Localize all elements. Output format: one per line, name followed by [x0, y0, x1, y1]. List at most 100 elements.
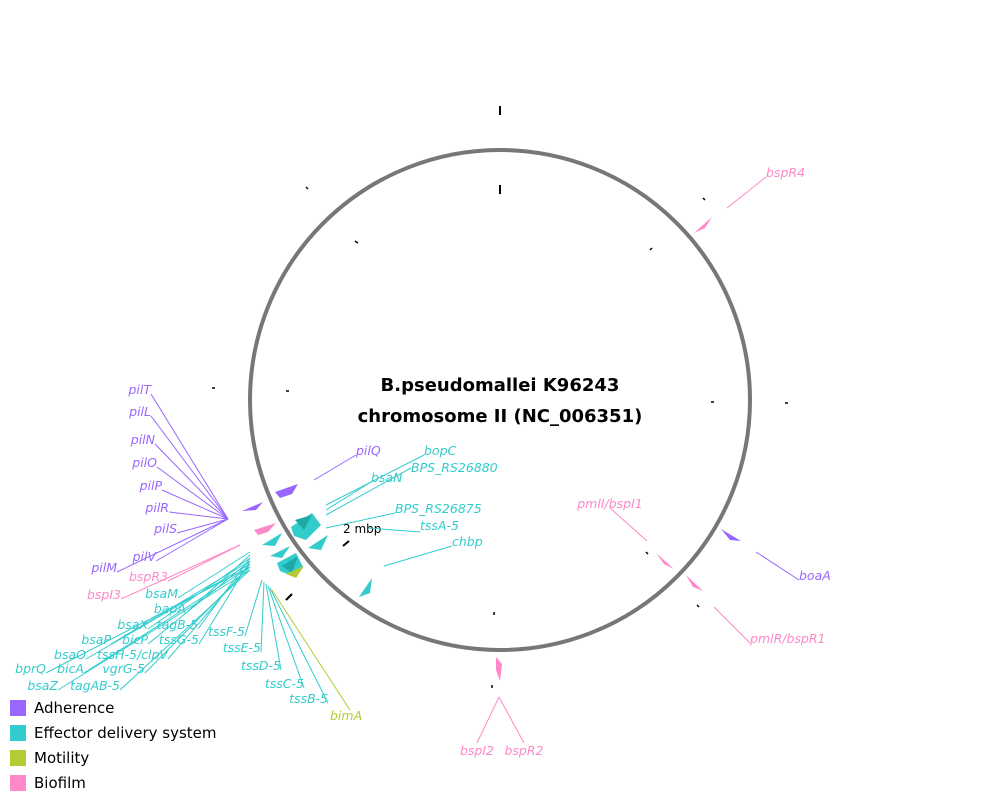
- gene-label: pilM: [90, 560, 117, 575]
- leader-line: [383, 545, 453, 567]
- gene-label: bapA: [154, 601, 186, 616]
- gene-label: tssD-5: [241, 658, 281, 673]
- gene-label: tssC-5: [265, 676, 304, 691]
- gene-label: bsaX: [117, 617, 148, 632]
- gene-label: tssH-5/clpV: [97, 647, 169, 662]
- tick-mark: [354, 240, 359, 244]
- gene-features: [242, 217, 741, 681]
- gene-label: pilS: [153, 521, 177, 536]
- gene-label: bicA: [57, 661, 84, 676]
- gene-label: bspR3: [129, 569, 168, 584]
- gene-label: bsaM: [145, 586, 178, 601]
- gene-label: pilR: [144, 500, 169, 515]
- leader-line: [325, 467, 412, 516]
- leader-line: [325, 512, 396, 529]
- gene-label: pilT: [127, 382, 152, 397]
- gene-label: bspR4: [766, 165, 805, 180]
- legend-swatch: [10, 700, 26, 716]
- leader-line: [713, 606, 751, 644]
- gene-arrow-biofilm: [254, 523, 276, 535]
- leader-line: [110, 560, 251, 645]
- leader-line: [269, 587, 329, 704]
- gene-label: pmlI/bspI1: [576, 496, 643, 511]
- leader-line: [498, 696, 525, 744]
- gene-arrow-effector: [295, 515, 312, 530]
- gene-label: pilP: [139, 478, 163, 493]
- gene-label: tssG-5: [159, 632, 199, 647]
- gene-label: bsaP: [81, 632, 111, 647]
- gene-arrow-effector: [359, 578, 372, 597]
- leader-line: [156, 466, 229, 520]
- leader-line: [313, 454, 357, 481]
- leader-line: [476, 696, 500, 744]
- tick-marks: [212, 106, 788, 688]
- gene-arrow-motility: [286, 566, 304, 578]
- leader-line: [57, 569, 251, 691]
- gene-label: BPS_RS26875: [395, 501, 482, 516]
- tick-mark: [649, 247, 653, 251]
- gene-label: bspI2: [460, 743, 494, 758]
- leader-line: [325, 454, 425, 506]
- leader-line: [726, 176, 767, 209]
- leader-line: [177, 551, 251, 599]
- legend-label: Biofilm: [34, 774, 86, 792]
- gene-labels: pilTpilLpilNpilOpilPpilRpilSpilVpilMpilQ…: [15, 165, 831, 758]
- legend-label: Adherence: [34, 699, 114, 717]
- gene-label: tssF-5: [208, 624, 245, 639]
- gene-arrow-effector: [262, 533, 282, 546]
- gene-label: bsaO: [54, 647, 86, 662]
- leader-line: [161, 489, 229, 520]
- leader-line: [755, 551, 800, 581]
- gene-arrow-effector: [270, 546, 290, 558]
- gene-arrow-effector: [308, 535, 328, 550]
- gene-label: tssA-5: [420, 518, 459, 533]
- gene-label: pilL: [128, 404, 151, 419]
- gene-label: vgrG-5: [102, 661, 145, 676]
- gene-label: pilV: [132, 549, 158, 564]
- gene-arrow-effector: [291, 513, 321, 540]
- leader-line: [267, 585, 305, 689]
- legend-swatch: [10, 775, 26, 791]
- legend-swatch: [10, 750, 26, 766]
- legend-swatch: [10, 725, 26, 741]
- leader-line: [155, 518, 229, 562]
- gene-label: pilN: [130, 432, 156, 447]
- gene-label: chbp: [452, 534, 483, 549]
- scale-tick-label: 2 mbp: [343, 522, 381, 536]
- gene-label: tagAB-5: [70, 678, 120, 693]
- legend-label: Effector delivery system: [34, 724, 217, 742]
- leader-line: [167, 563, 251, 660]
- leader-line: [147, 560, 251, 645]
- gene-label: tagB-5: [157, 617, 198, 632]
- gene-arrow-biofilm: [686, 575, 703, 591]
- gene-arrow-biofilm: [694, 217, 712, 233]
- tick-mark: [342, 540, 350, 547]
- gene-arrow-biofilm: [496, 657, 502, 681]
- leader-line: [119, 569, 251, 691]
- gene-arrow-effector: [282, 556, 298, 573]
- chromosome-title-line1: B.pseudomallei K96243: [381, 375, 620, 396]
- leader-line: [154, 443, 229, 520]
- leader-line: [167, 544, 241, 582]
- gene-label: bimA: [330, 708, 362, 723]
- gene-label: bsaZ: [27, 678, 58, 693]
- gene-label: bspI3: [87, 587, 121, 602]
- gene-label: BPS_RS26880: [411, 460, 498, 475]
- gene-label: tssE-5: [223, 640, 261, 655]
- gene-label: pilQ: [355, 443, 381, 458]
- leader-line: [144, 566, 251, 674]
- tick-mark: [702, 197, 706, 201]
- tick-mark: [696, 604, 700, 608]
- legend-label: Motility: [34, 749, 89, 767]
- chromosome-circle: [248, 148, 752, 652]
- gene-label: bopC: [424, 443, 457, 458]
- gene-arrow-adherence: [275, 484, 298, 498]
- gene-label: pmlR/bspR1: [749, 631, 826, 646]
- leader-line: [260, 581, 265, 653]
- gene-arrow-adherence: [242, 502, 263, 511]
- gene-label: bspR2: [504, 743, 543, 758]
- leader-line: [271, 589, 351, 711]
